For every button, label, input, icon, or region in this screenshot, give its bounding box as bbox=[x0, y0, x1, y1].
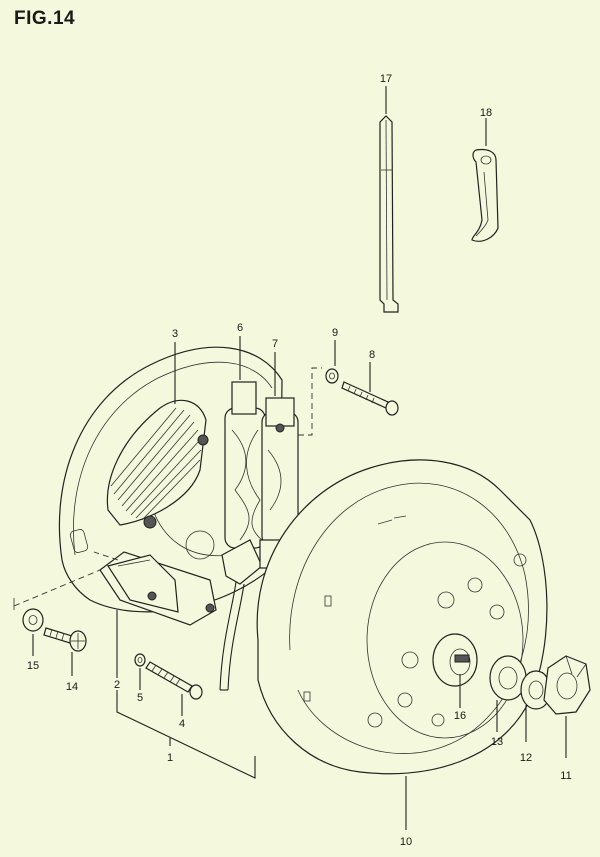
label-part-8: 8 bbox=[369, 349, 375, 361]
part-17-drawing bbox=[379, 115, 399, 313]
label-part-12: 12 bbox=[520, 752, 532, 764]
part-4-screw-drawing bbox=[145, 661, 203, 700]
part-7-coil-drawing bbox=[261, 397, 299, 547]
part-5-washer-drawing bbox=[134, 653, 146, 667]
part-9-washer-drawing bbox=[325, 368, 339, 384]
label-part-1: 1 bbox=[167, 752, 173, 764]
part-8-screw-drawing bbox=[341, 381, 399, 416]
leader-1-bracket bbox=[116, 690, 256, 779]
figure-title: FIG.14 bbox=[14, 8, 76, 29]
part-14-screw-drawing bbox=[43, 627, 87, 652]
label-part-3: 3 bbox=[172, 328, 178, 340]
part-6-coil-drawing bbox=[224, 381, 266, 549]
label-part-10: 10 bbox=[400, 836, 412, 848]
label-part-15: 15 bbox=[27, 660, 39, 672]
label-part-18: 18 bbox=[480, 107, 492, 119]
part-2-pickup-drawing bbox=[99, 551, 217, 626]
part-18-drawing bbox=[471, 148, 499, 242]
label-part-6: 6 bbox=[237, 322, 243, 334]
label-part-16: 16 bbox=[454, 710, 466, 722]
label-part-5: 5 bbox=[137, 692, 143, 704]
part-3-coil-drawing bbox=[106, 399, 209, 529]
label-part-14: 14 bbox=[66, 681, 78, 693]
part-11-nut-drawing bbox=[543, 655, 591, 715]
part-10-rotor-drawing bbox=[256, 459, 548, 775]
part-13-washer-drawing bbox=[489, 655, 527, 701]
label-part-7: 7 bbox=[272, 338, 278, 350]
label-part-13: 13 bbox=[491, 736, 503, 748]
label-part-9: 9 bbox=[332, 327, 338, 339]
label-part-4: 4 bbox=[179, 718, 185, 730]
part-15-washer-drawing bbox=[22, 608, 44, 632]
label-part-11: 11 bbox=[560, 770, 571, 782]
label-part-17: 17 bbox=[380, 73, 392, 85]
label-part-2: 2 bbox=[114, 679, 120, 691]
